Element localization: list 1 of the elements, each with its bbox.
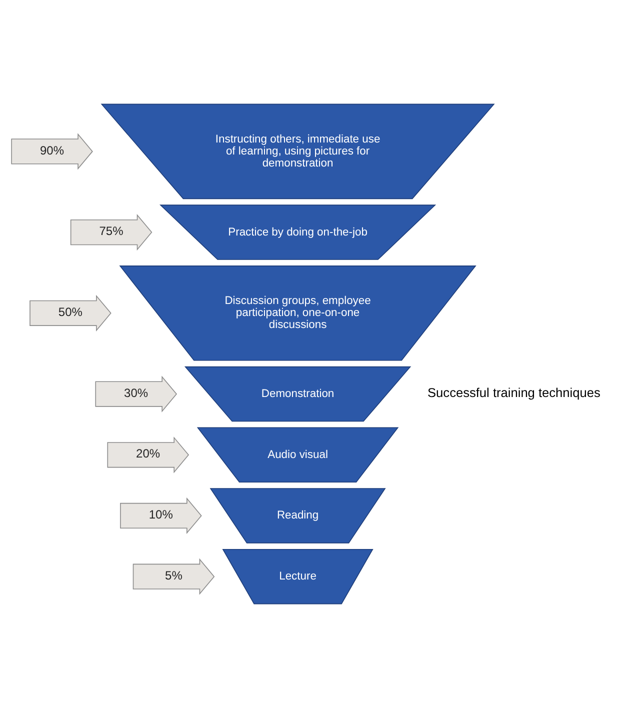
label: Successful training techniques [428, 384, 600, 400]
